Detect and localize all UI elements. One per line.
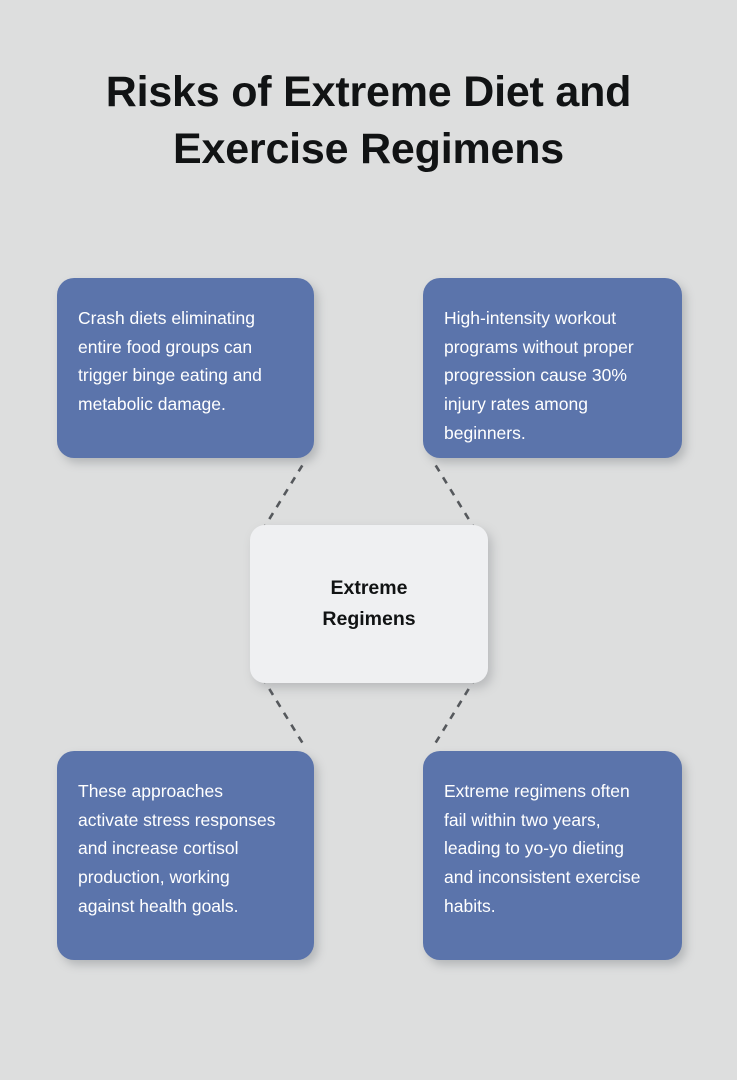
page-title-line-1: Risks of Extreme Diet and xyxy=(105,68,632,116)
center-node-label: Extreme Regimens xyxy=(322,577,416,630)
page-title: Risks of Extreme Diet and Exercise Regim… xyxy=(0,64,737,178)
node-card-top-right-text: High-intensity workout programs without … xyxy=(444,308,634,443)
page-title-line-2: Exercise Regimens xyxy=(173,125,564,173)
connector-center-to-top-right xyxy=(431,460,478,532)
connector-center-to-bottom-right xyxy=(431,676,478,748)
connector-center-to-bottom-left xyxy=(260,676,307,748)
node-card-bottom-right-text: Extreme regimens often fail within two y… xyxy=(444,781,641,916)
node-card-top-left[interactable]: Crash diets eliminating entire food grou… xyxy=(57,278,314,458)
node-card-bottom-right[interactable]: Extreme regimens often fail within two y… xyxy=(423,751,682,960)
center-node-card[interactable]: Extreme Regimens xyxy=(250,525,488,683)
connector-center-to-top-left xyxy=(260,460,307,532)
node-card-bottom-left-text: These approaches activate stress respons… xyxy=(78,781,276,916)
node-card-top-right[interactable]: High-intensity workout programs without … xyxy=(423,278,682,458)
node-card-bottom-left[interactable]: These approaches activate stress respons… xyxy=(57,751,314,960)
node-card-top-left-text: Crash diets eliminating entire food grou… xyxy=(78,308,262,415)
